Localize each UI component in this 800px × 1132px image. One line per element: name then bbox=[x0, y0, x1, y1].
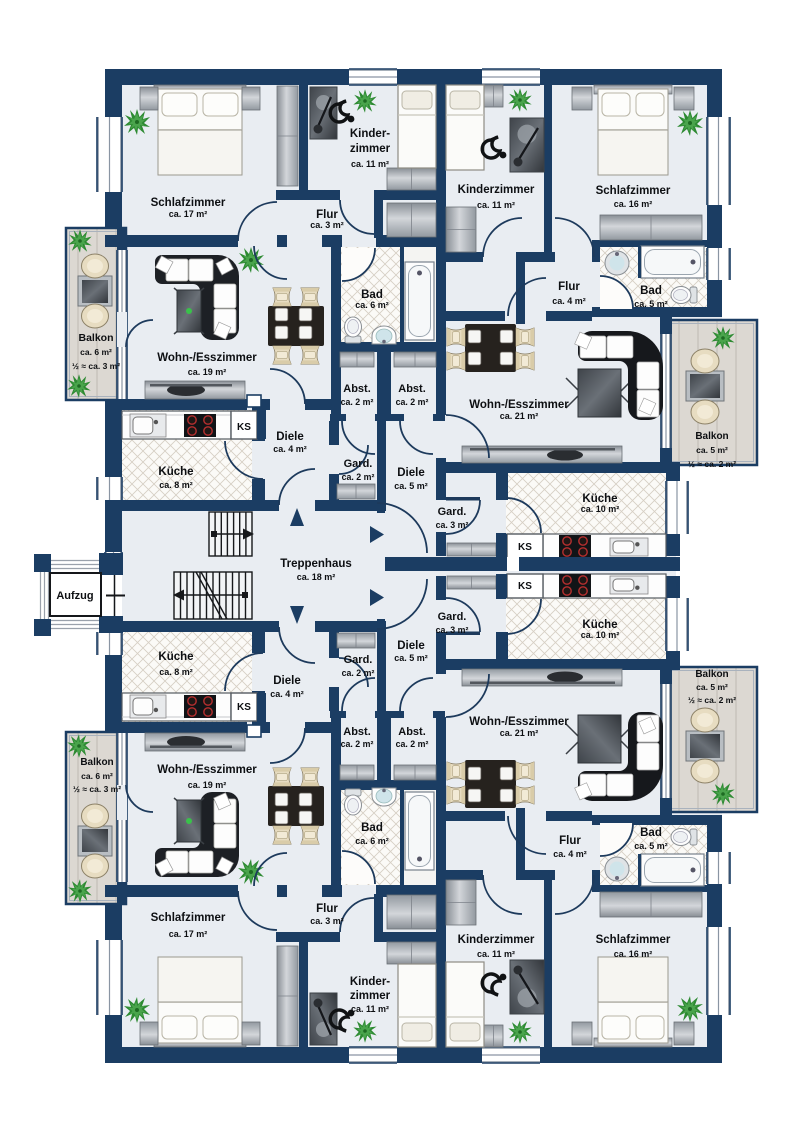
svg-text:Gard.: Gard. bbox=[438, 506, 467, 518]
svg-text:Treppenhaus: Treppenhaus bbox=[280, 558, 352, 570]
svg-text:ca. 2 m²: ca. 2 m² bbox=[342, 668, 375, 678]
svg-text:Aufzug: Aufzug bbox=[56, 590, 93, 602]
svg-text:ca. 6 m²: ca. 6 m² bbox=[355, 836, 389, 846]
svg-text:Schlafzimmer: Schlafzimmer bbox=[151, 197, 226, 209]
svg-text:Gard.: Gard. bbox=[344, 654, 373, 666]
svg-text:ca. 3 m²: ca. 3 m² bbox=[436, 625, 469, 635]
svg-text:ca. 19 m²: ca. 19 m² bbox=[188, 367, 227, 377]
svg-text:Küche: Küche bbox=[158, 651, 193, 663]
svg-text:ca. 4 m²: ca. 4 m² bbox=[553, 849, 587, 859]
svg-text:Schlafzimmer: Schlafzimmer bbox=[596, 185, 671, 197]
svg-text:Abst.: Abst. bbox=[398, 383, 426, 395]
svg-text:ca. 16 m²: ca. 16 m² bbox=[614, 949, 653, 959]
svg-text:ca. 4 m²: ca. 4 m² bbox=[273, 444, 307, 454]
svg-text:ca. 6 m²: ca. 6 m² bbox=[355, 300, 389, 310]
svg-text:Wohn-/Esszimmer: Wohn-/Esszimmer bbox=[469, 716, 569, 728]
svg-text:ca. 5 m²: ca. 5 m² bbox=[634, 841, 668, 851]
svg-text:ca. 4 m²: ca. 4 m² bbox=[552, 296, 586, 306]
svg-text:Kinder-: Kinder- bbox=[350, 976, 390, 988]
svg-text:Balkon: Balkon bbox=[80, 757, 113, 768]
svg-text:ca. 2 m²: ca. 2 m² bbox=[341, 739, 374, 749]
svg-text:Bad: Bad bbox=[361, 289, 383, 301]
svg-text:Wohn-/Esszimmer: Wohn-/Esszimmer bbox=[157, 764, 257, 776]
svg-text:KS: KS bbox=[237, 422, 251, 433]
svg-text:Flur: Flur bbox=[559, 835, 581, 847]
svg-text:Balkon: Balkon bbox=[78, 332, 113, 344]
svg-text:½ ≈ ca. 3 m²: ½ ≈ ca. 3 m² bbox=[72, 361, 120, 371]
svg-text:Abst.: Abst. bbox=[343, 383, 371, 395]
svg-text:ca. 2 m²: ca. 2 m² bbox=[342, 472, 375, 482]
svg-text:ca. 18 m²: ca. 18 m² bbox=[297, 572, 336, 582]
svg-text:Schlafzimmer: Schlafzimmer bbox=[151, 912, 226, 924]
svg-text:KS: KS bbox=[518, 581, 532, 592]
svg-text:ca. 11 m²: ca. 11 m² bbox=[477, 949, 515, 959]
svg-text:Bad: Bad bbox=[640, 285, 662, 297]
svg-text:ca. 16 m²: ca. 16 m² bbox=[614, 199, 653, 209]
svg-text:ca. 3 m²: ca. 3 m² bbox=[436, 520, 469, 530]
svg-text:ca. 10 m²: ca. 10 m² bbox=[581, 630, 620, 640]
svg-text:Bad: Bad bbox=[361, 822, 383, 834]
svg-text:ca. 5 m²: ca. 5 m² bbox=[394, 653, 428, 663]
svg-text:Flur: Flur bbox=[316, 903, 338, 915]
svg-text:ca. 5 m²: ca. 5 m² bbox=[696, 682, 728, 692]
svg-text:ca. 11 m²: ca. 11 m² bbox=[351, 1004, 389, 1014]
svg-text:ca. 5 m²: ca. 5 m² bbox=[634, 299, 668, 309]
svg-text:ca. 2 m²: ca. 2 m² bbox=[341, 397, 374, 407]
svg-text:ca. 8 m²: ca. 8 m² bbox=[159, 667, 193, 677]
svg-text:ca. 2 m²: ca. 2 m² bbox=[396, 397, 429, 407]
svg-text:Wohn-/Esszimmer: Wohn-/Esszimmer bbox=[157, 352, 257, 364]
svg-text:ca. 4 m²: ca. 4 m² bbox=[270, 689, 304, 699]
svg-text:Kinder-: Kinder- bbox=[350, 128, 390, 140]
svg-text:Balkon: Balkon bbox=[695, 669, 728, 680]
svg-text:ca. 5 m²: ca. 5 m² bbox=[394, 481, 428, 491]
svg-text:zimmer: zimmer bbox=[350, 143, 391, 155]
svg-text:Kinderzimmer: Kinderzimmer bbox=[458, 934, 535, 946]
svg-text:Kinderzimmer: Kinderzimmer bbox=[458, 184, 535, 196]
svg-text:½ ≈ ca. 2 m²: ½ ≈ ca. 2 m² bbox=[688, 459, 736, 469]
svg-text:Wohn-/Esszimmer: Wohn-/Esszimmer bbox=[469, 399, 569, 411]
svg-text:ca. 21 m²: ca. 21 m² bbox=[500, 728, 539, 738]
svg-text:ca. 3 m²: ca. 3 m² bbox=[310, 220, 344, 230]
svg-text:Flur: Flur bbox=[316, 209, 338, 221]
svg-text:Küche: Küche bbox=[582, 493, 617, 505]
svg-text:Gard.: Gard. bbox=[344, 458, 373, 470]
svg-text:Bad: Bad bbox=[640, 827, 662, 839]
svg-text:Abst.: Abst. bbox=[343, 726, 371, 738]
svg-text:ca. 6 m²: ca. 6 m² bbox=[81, 771, 113, 781]
svg-text:ca. 8 m²: ca. 8 m² bbox=[159, 480, 193, 490]
svg-text:Gard.: Gard. bbox=[438, 611, 467, 623]
svg-text:Abst.: Abst. bbox=[398, 726, 426, 738]
svg-text:ca. 17 m²: ca. 17 m² bbox=[169, 209, 208, 219]
svg-text:Diele: Diele bbox=[276, 431, 304, 443]
svg-text:Diele: Diele bbox=[273, 675, 301, 687]
svg-text:½ ≈ ca. 2 m²: ½ ≈ ca. 2 m² bbox=[688, 695, 736, 705]
svg-text:ca. 11 m²: ca. 11 m² bbox=[477, 200, 515, 210]
svg-text:KS: KS bbox=[518, 542, 532, 553]
svg-text:KS: KS bbox=[237, 702, 251, 713]
svg-text:Balkon: Balkon bbox=[695, 431, 728, 442]
svg-text:ca. 6 m²: ca. 6 m² bbox=[80, 347, 112, 357]
svg-text:½ ≈ ca. 3 m²: ½ ≈ ca. 3 m² bbox=[73, 784, 121, 794]
svg-text:Schlafzimmer: Schlafzimmer bbox=[596, 934, 671, 946]
svg-text:ca. 10 m²: ca. 10 m² bbox=[581, 504, 620, 514]
svg-text:ca. 5 m²: ca. 5 m² bbox=[696, 445, 728, 455]
svg-text:zimmer: zimmer bbox=[350, 990, 391, 1002]
svg-text:Diele: Diele bbox=[397, 640, 425, 652]
svg-text:ca. 2 m²: ca. 2 m² bbox=[396, 739, 429, 749]
svg-text:ca. 11 m²: ca. 11 m² bbox=[351, 159, 389, 169]
svg-text:ca. 21 m²: ca. 21 m² bbox=[500, 411, 539, 421]
svg-text:Küche: Küche bbox=[158, 466, 193, 478]
svg-text:ca. 19 m²: ca. 19 m² bbox=[188, 780, 227, 790]
svg-text:ca. 17 m²: ca. 17 m² bbox=[169, 929, 208, 939]
svg-text:Flur: Flur bbox=[558, 281, 580, 293]
svg-text:Diele: Diele bbox=[397, 467, 425, 479]
svg-text:ca. 3 m²: ca. 3 m² bbox=[310, 916, 344, 926]
svg-text:Küche: Küche bbox=[582, 619, 617, 631]
